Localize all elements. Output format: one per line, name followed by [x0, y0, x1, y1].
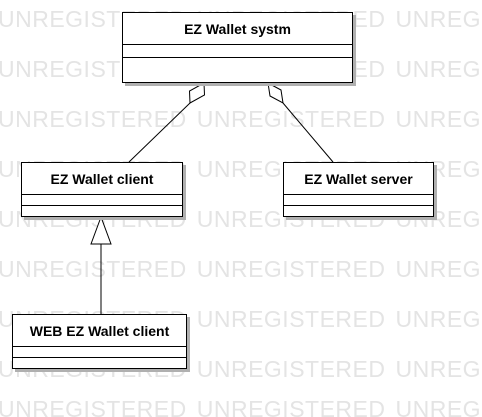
class-operations-compartment: [284, 206, 433, 216]
aggregation-diamond-server-system: [267, 82, 284, 104]
watermark-row: UNREGISTERED UNREGISTERED UNREGISTERED: [0, 398, 482, 417]
class-name: EZ Wallet server: [284, 163, 433, 195]
aggregation-diamond-client-system: [188, 82, 206, 104]
watermark-text: UNREGISTERED: [0, 396, 187, 417]
class-web-ez-wallet-client[interactable]: WEB EZ Wallet client: [12, 314, 187, 369]
watermark-text: UNREGISTERED: [0, 106, 187, 132]
watermark-text: UNREGISTERED: [196, 356, 386, 382]
watermark-text: UNREGISTERED: [395, 396, 482, 417]
class-attributes-compartment: [22, 195, 182, 206]
watermark-text: UNREGISTERED: [395, 6, 482, 32]
class-ez-wallet-server[interactable]: EZ Wallet server: [283, 162, 434, 217]
class-operations-compartment: [22, 206, 182, 216]
class-name: EZ Wallet systm: [123, 13, 352, 45]
aggregation-line-server-system: [282, 102, 334, 163]
watermark-text: UNREGISTERED: [395, 56, 482, 82]
watermark-row: UNREGISTERED UNREGISTERED UNREGISTERED: [0, 258, 482, 281]
class-attributes-compartment: [284, 195, 433, 206]
watermark-text: UNREGISTERED: [196, 106, 386, 132]
generalization-arrowhead: [90, 215, 112, 245]
watermark-text: UNREGISTERED: [196, 306, 386, 332]
aggregation-line-client-system: [128, 102, 191, 163]
watermark-text: UNREGISTERED: [395, 256, 482, 282]
watermark-text: UNREGISTERED: [395, 356, 482, 382]
watermark-text: UNREGISTERED: [196, 396, 386, 417]
watermark-text: UNREGISTERED: [395, 106, 482, 132]
class-operations-compartment: [13, 358, 186, 368]
class-operations-compartment: [123, 58, 352, 82]
watermark-row: UNREGISTEREDUNREGISTEREDUNREGISTERED: [0, 358, 482, 381]
watermark-text: UNREGISTERED: [395, 306, 482, 332]
class-attributes-compartment: [123, 45, 352, 58]
class-attributes-compartment: [13, 347, 186, 358]
watermark-text: UNREGISTERED: [0, 256, 187, 282]
watermark-row: UNREGISTERED UNREGISTERED UNREGISTERED: [0, 108, 482, 131]
watermark-row: UNREGISTEREDUNREGISTEREDUNREGISTERED: [0, 208, 482, 231]
class-ez-wallet-client[interactable]: EZ Wallet client: [21, 162, 183, 217]
class-name: EZ Wallet client: [22, 163, 182, 195]
class-ez-wallet-system[interactable]: EZ Wallet systm: [122, 12, 353, 83]
watermark-text: UNREGISTERED: [196, 256, 386, 282]
class-name: WEB EZ Wallet client: [13, 315, 186, 347]
